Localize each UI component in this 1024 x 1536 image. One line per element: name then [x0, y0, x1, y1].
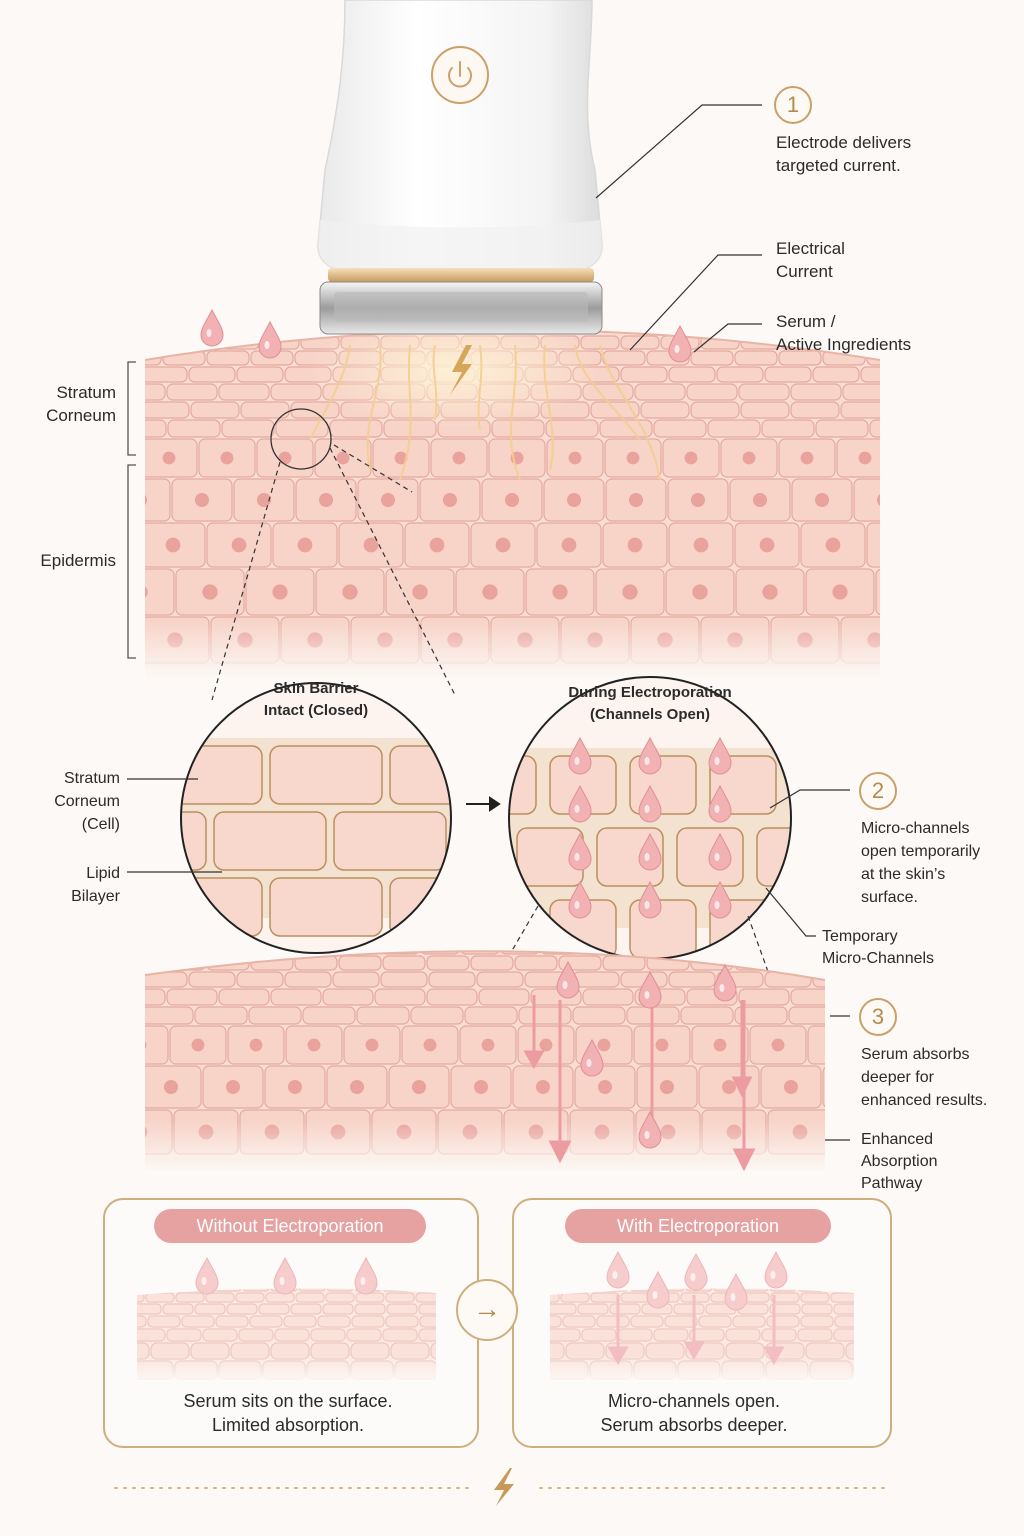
step-1-badge: 1 — [774, 86, 812, 124]
electrical-current-lines — [309, 344, 661, 481]
power-icon — [448, 61, 472, 88]
label-stratum-corneum: Stratum Corneum — [46, 383, 116, 425]
label-lipid-bilayer: Lipid Bilayer — [71, 865, 120, 905]
closed-circle-title: Skin Barrier Intact (Closed) — [263, 680, 369, 719]
callout-lines-top — [595, 104, 762, 353]
open-circle-title: During Electroporation (Channels Open) — [568, 684, 732, 723]
absorption-cross-section — [145, 951, 825, 1170]
with-caption: Micro-channels open. Serum absorbs deepe… — [600, 1391, 788, 1435]
layer-brackets — [127, 361, 136, 659]
lightning-icon — [450, 345, 472, 395]
step-2-text: Micro-channels open temporarily at the s… — [861, 820, 981, 906]
zoom-circle — [270, 408, 332, 470]
without-skin-illustration — [137, 1257, 436, 1380]
footer-divider — [114, 1468, 891, 1506]
closed-barrier-circle — [180, 682, 452, 954]
label-absorption-pathway: Enhanced Absorption Pathway — [861, 1131, 938, 1192]
without-caption: Serum sits on the surface. Limited absor… — [183, 1391, 393, 1435]
label-epidermis: Epidermis — [40, 551, 116, 570]
zoom-dashed-lines — [211, 444, 456, 701]
absorption-arrows — [523, 995, 756, 1172]
label-micro-channels: Temporary Micro-Channels — [822, 928, 935, 967]
step-3-text: Serum absorbs deeper for enhanced result… — [861, 1046, 988, 1109]
label-stratum-cell: Stratum Corneum (Cell) — [54, 770, 120, 833]
with-title: With Electroporation — [565, 1209, 831, 1243]
label-serum: Serum / Active Ingredients — [776, 312, 912, 354]
callout-lines-middle — [127, 778, 850, 1141]
circle-arrow-icon — [466, 796, 501, 812]
compare-arrow-icon: → — [456, 1279, 518, 1341]
step-2-badge: 2 — [859, 772, 897, 810]
step-1-text: Electrode delivers targeted current. — [776, 133, 912, 175]
step-3-badge: 3 — [859, 998, 897, 1036]
without-title: Without Electroporation — [154, 1209, 426, 1243]
label-electrical-current: Electrical Current — [776, 239, 845, 281]
electroporation-device — [317, 0, 603, 335]
footer-lightning-icon — [494, 1468, 514, 1506]
